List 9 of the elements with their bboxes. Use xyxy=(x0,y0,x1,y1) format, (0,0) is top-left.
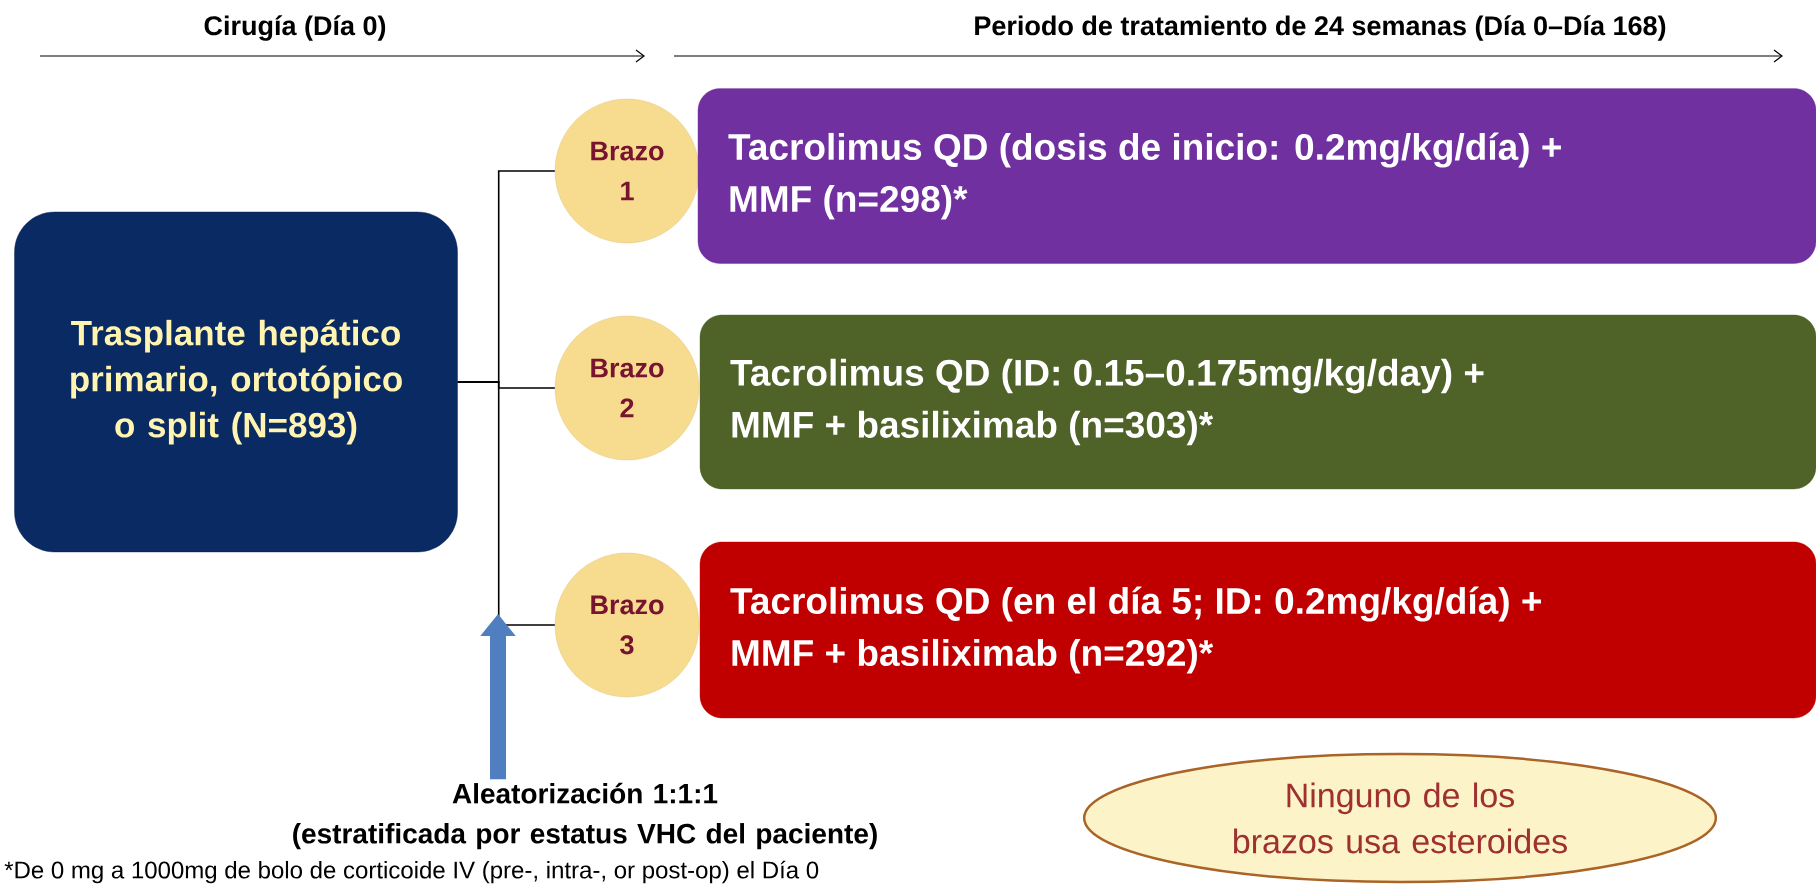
timeline-label: Periodo de tratamiento de 24 semanas (Día 0–Día 168) xyxy=(975,15,1666,41)
treatment-box: Tacrolimus QD (dosis de inicio: 0.2mg/kg/día) + MMF (n=298)* xyxy=(697,88,1816,264)
footnote: *De 0 mg a 1000mg de bolo de corticoide IV (pre-, intra-, or post-op) el Día 0 xyxy=(4,860,819,884)
connector-line xyxy=(456,381,556,626)
treatment-box: Tacrolimus QD (ID: 0.15–0.175mg/kg/day) + MMF + basiliximab (n=303)* xyxy=(699,314,1816,490)
process-box: Trasplante hepático primario, ortotópico o split (N=893) xyxy=(14,211,458,553)
timeline-label: Cirugía (Día 0) xyxy=(204,15,386,41)
treatment-box: Tacrolimus QD (en el día 5; ID: 0.2mg/kg/día) + MMF + basiliximab (n=292)* xyxy=(699,541,1816,719)
caption-text: Aleatorización 1:1:1 (estratificada por estatus VHC del paciente) xyxy=(293,782,877,850)
